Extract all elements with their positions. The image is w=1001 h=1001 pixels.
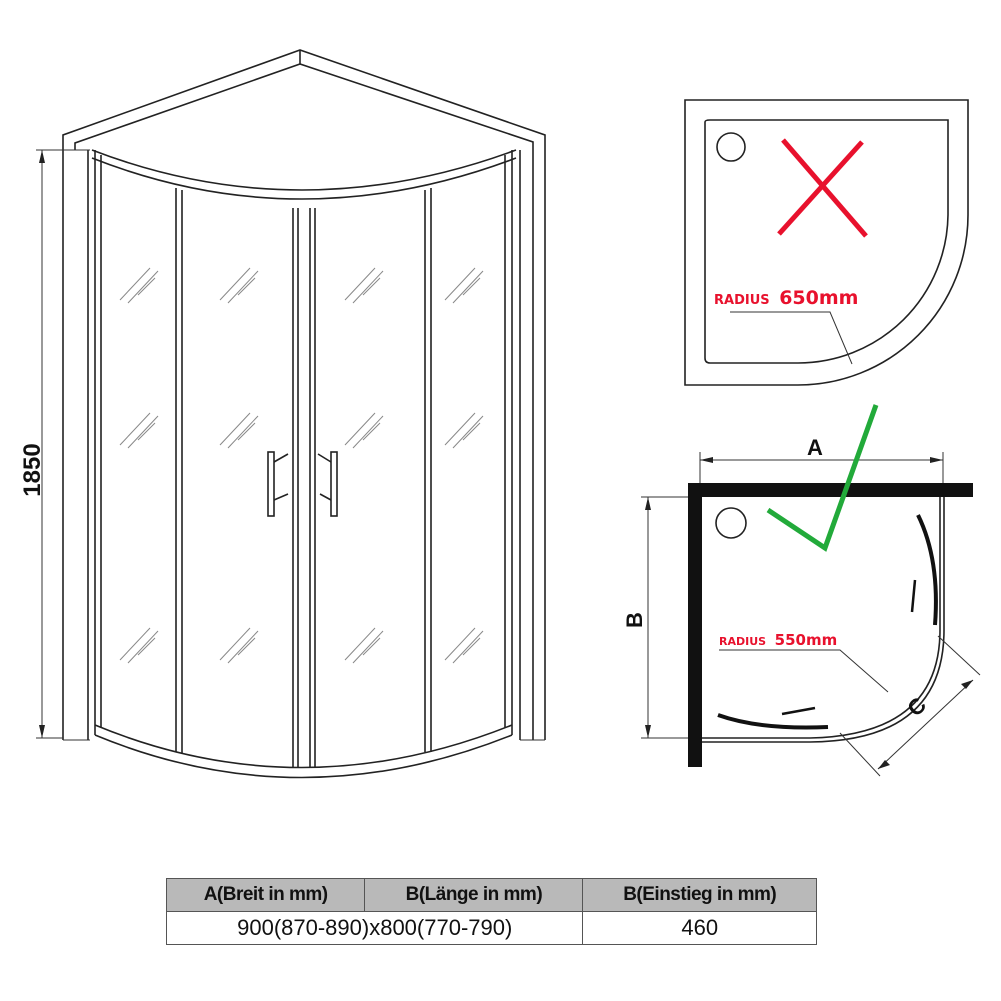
table-header-row: A(Breit in mm) B(Länge in mm) B(Einstieg… <box>165 878 817 912</box>
size-cell: 900(870-890)x800(770-790) <box>165 911 584 945</box>
red-x-icon <box>777 138 868 238</box>
height-label: 1850 <box>19 443 46 496</box>
table-row: 900(870-890)x800(770-790) 460 <box>165 911 817 945</box>
wrong-tray-650: RADIUS 650mm <box>684 99 969 386</box>
length-label: B <box>622 612 647 628</box>
glass-reflections <box>119 267 484 664</box>
svg-text:RADIUS 550mm: RADIUS 550mm <box>719 630 837 649</box>
door-handles <box>267 451 338 517</box>
wall-corner <box>62 49 546 741</box>
size-table: A(Breit in mm) B(Länge in mm) B(Einstieg… <box>165 878 817 945</box>
entry-cell: 460 <box>582 911 817 945</box>
header-entry: B(Einstieg in mm) <box>582 878 817 912</box>
header-length: B(Länge in mm) <box>364 878 584 912</box>
radius-word-650: RADIUS <box>714 293 770 308</box>
radius-value-550: 550mm <box>775 631 838 649</box>
enclosure-frame <box>91 149 517 779</box>
radius-word-550: RADIUS <box>719 635 766 648</box>
header-width: A(Breit in mm) <box>165 878 366 912</box>
svg-text:RADIUS 650mm: RADIUS 650mm <box>714 287 858 309</box>
radius-value-650: 650mm <box>779 287 858 309</box>
correct-tray-550: A B C RADIUS 550mm <box>622 404 981 777</box>
green-check-icon <box>766 404 879 552</box>
width-label: A <box>807 435 823 460</box>
height-dimension: 1850 <box>19 149 90 739</box>
